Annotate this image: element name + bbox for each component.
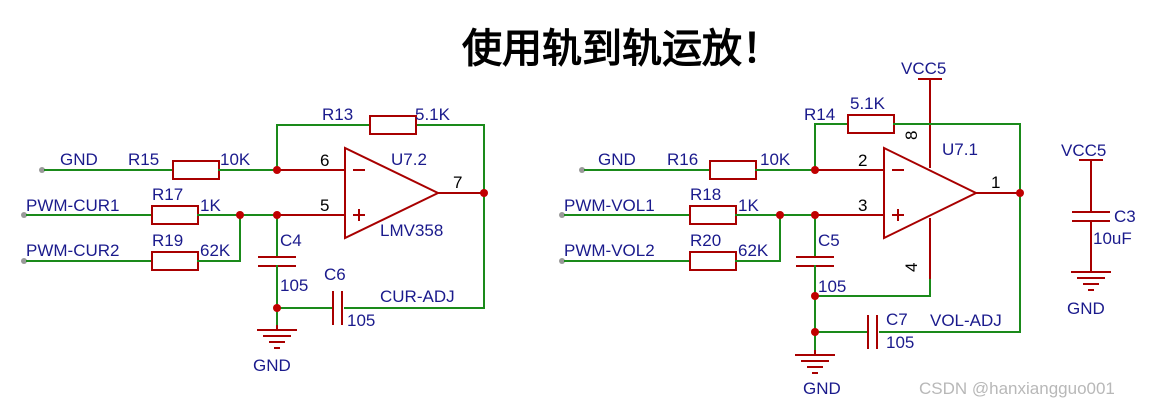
resistor-r17 [151,205,199,225]
c3-gnd-label: GND [1067,299,1105,318]
r15-value: 10K [220,150,251,169]
r19-name: R19 [152,231,183,250]
c5-value: 105 [818,277,846,296]
u7-2-label: U7.2 [391,150,427,169]
pin-3-label: 3 [858,196,867,215]
r16-value: 10K [760,150,791,169]
c6-value: 105 [347,311,375,330]
r20-name: R20 [690,231,721,250]
c3-vcc5-label: VCC5 [1061,141,1106,160]
wire-r19-out [197,214,241,262]
resistor-r19 [151,251,199,271]
gnd-bottom-label: GND [803,379,841,398]
r18-value: 1K [738,196,759,215]
junction-dot [776,211,784,219]
net-pwm-cur1-label: PWM-CUR1 [26,196,120,215]
wire-r20-out [735,214,781,262]
opamp-u7-2 [344,146,441,240]
wire-feedback-left [276,124,371,171]
r19-value: 62K [200,241,231,260]
junction-dot [811,166,819,174]
pin-8-label: 8 [902,131,921,140]
r13-value: 5.1K [415,105,451,124]
net-pwm-cur2-label: PWM-CUR2 [26,241,120,260]
watermark: CSDN @hanxiangguo001 [919,379,1115,398]
r14-value: 5.1K [850,94,886,113]
junction-dot [811,292,819,300]
wire-pin4-gnd [814,279,931,297]
resistor-r14 [847,114,895,134]
r16-name: R16 [667,150,698,169]
decoupling-circuit: VCC5 C3 10uF GND [1061,141,1136,318]
pin-1-label: 1 [991,173,1000,192]
junction-dot [811,211,819,219]
wire-feedback-right [879,123,1021,333]
resistor-r20 [689,251,737,271]
r17-name: R17 [152,185,183,204]
c5-name: C5 [818,231,840,250]
c3-name: C3 [1114,207,1136,226]
r15-name: R15 [128,150,159,169]
port-pwm-vol1 [559,212,565,218]
net-cur-adj-label: CUR-ADJ [380,287,455,306]
c7-value: 105 [886,333,914,352]
net-gnd-label: GND [60,150,98,169]
vcc5-label: VCC5 [901,59,946,78]
ground-icon [795,354,835,374]
junction-dot [480,189,488,197]
net-pwm-vol1-label: PWM-VOL1 [564,196,655,215]
r18-name: R18 [690,185,721,204]
lmv358-label: LMV358 [380,221,443,240]
port-gnd [579,167,585,173]
junction-dot [273,211,281,219]
ground-icon [1071,271,1111,291]
opamp-u7-1 [883,146,979,240]
r17-value: 1K [200,196,221,215]
junction-dot [273,166,281,174]
r14-name: R14 [804,105,835,124]
pin-7-label: 7 [453,173,462,192]
r20-value: 62K [738,241,769,260]
c3-value: 10uF [1093,229,1132,248]
c6-name: C6 [324,265,346,284]
port-pwm-vol2 [559,258,565,264]
pin-5-label: 5 [320,196,329,215]
c4-value: 105 [280,276,308,295]
junction-dot [273,304,281,312]
u7-1-label: U7.1 [942,140,978,159]
pin-2-label: 2 [858,151,867,170]
ground-icon [257,329,297,349]
c7-name: C7 [886,310,908,329]
right-circuit: VCC5 8 R14 5.1K GND R16 10K 2 PWM-VOL1 R… [559,59,1024,398]
port-pwm-cur1 [21,212,27,218]
wire-feedback-right [344,124,485,309]
port-gnd [39,167,45,173]
r13-name: R13 [322,105,353,124]
resistor-r13 [369,115,417,135]
c4-name: C4 [280,231,302,250]
junction-dot [236,211,244,219]
port-pwm-cur2 [21,258,27,264]
wire-feedback-left [814,123,849,171]
resistor-r18 [689,205,737,225]
net-gnd-label: GND [598,150,636,169]
junction-dot [1016,189,1024,197]
gnd-bottom-label: GND [253,356,291,375]
net-pwm-vol2-label: PWM-VOL2 [564,241,655,260]
junction-dot [811,328,819,336]
pin-4-label: 4 [902,263,921,272]
page-title: 使用轨到轨运放！ [462,26,782,72]
resistor-r15 [172,160,220,180]
resistor-r16 [709,160,757,180]
left-circuit: R13 5.1K GND R15 10K 6 PWM-CUR1 R17 1K 5… [21,105,488,375]
pin-6-label: 6 [320,151,329,170]
net-vol-adj-label: VOL-ADJ [930,311,1002,330]
